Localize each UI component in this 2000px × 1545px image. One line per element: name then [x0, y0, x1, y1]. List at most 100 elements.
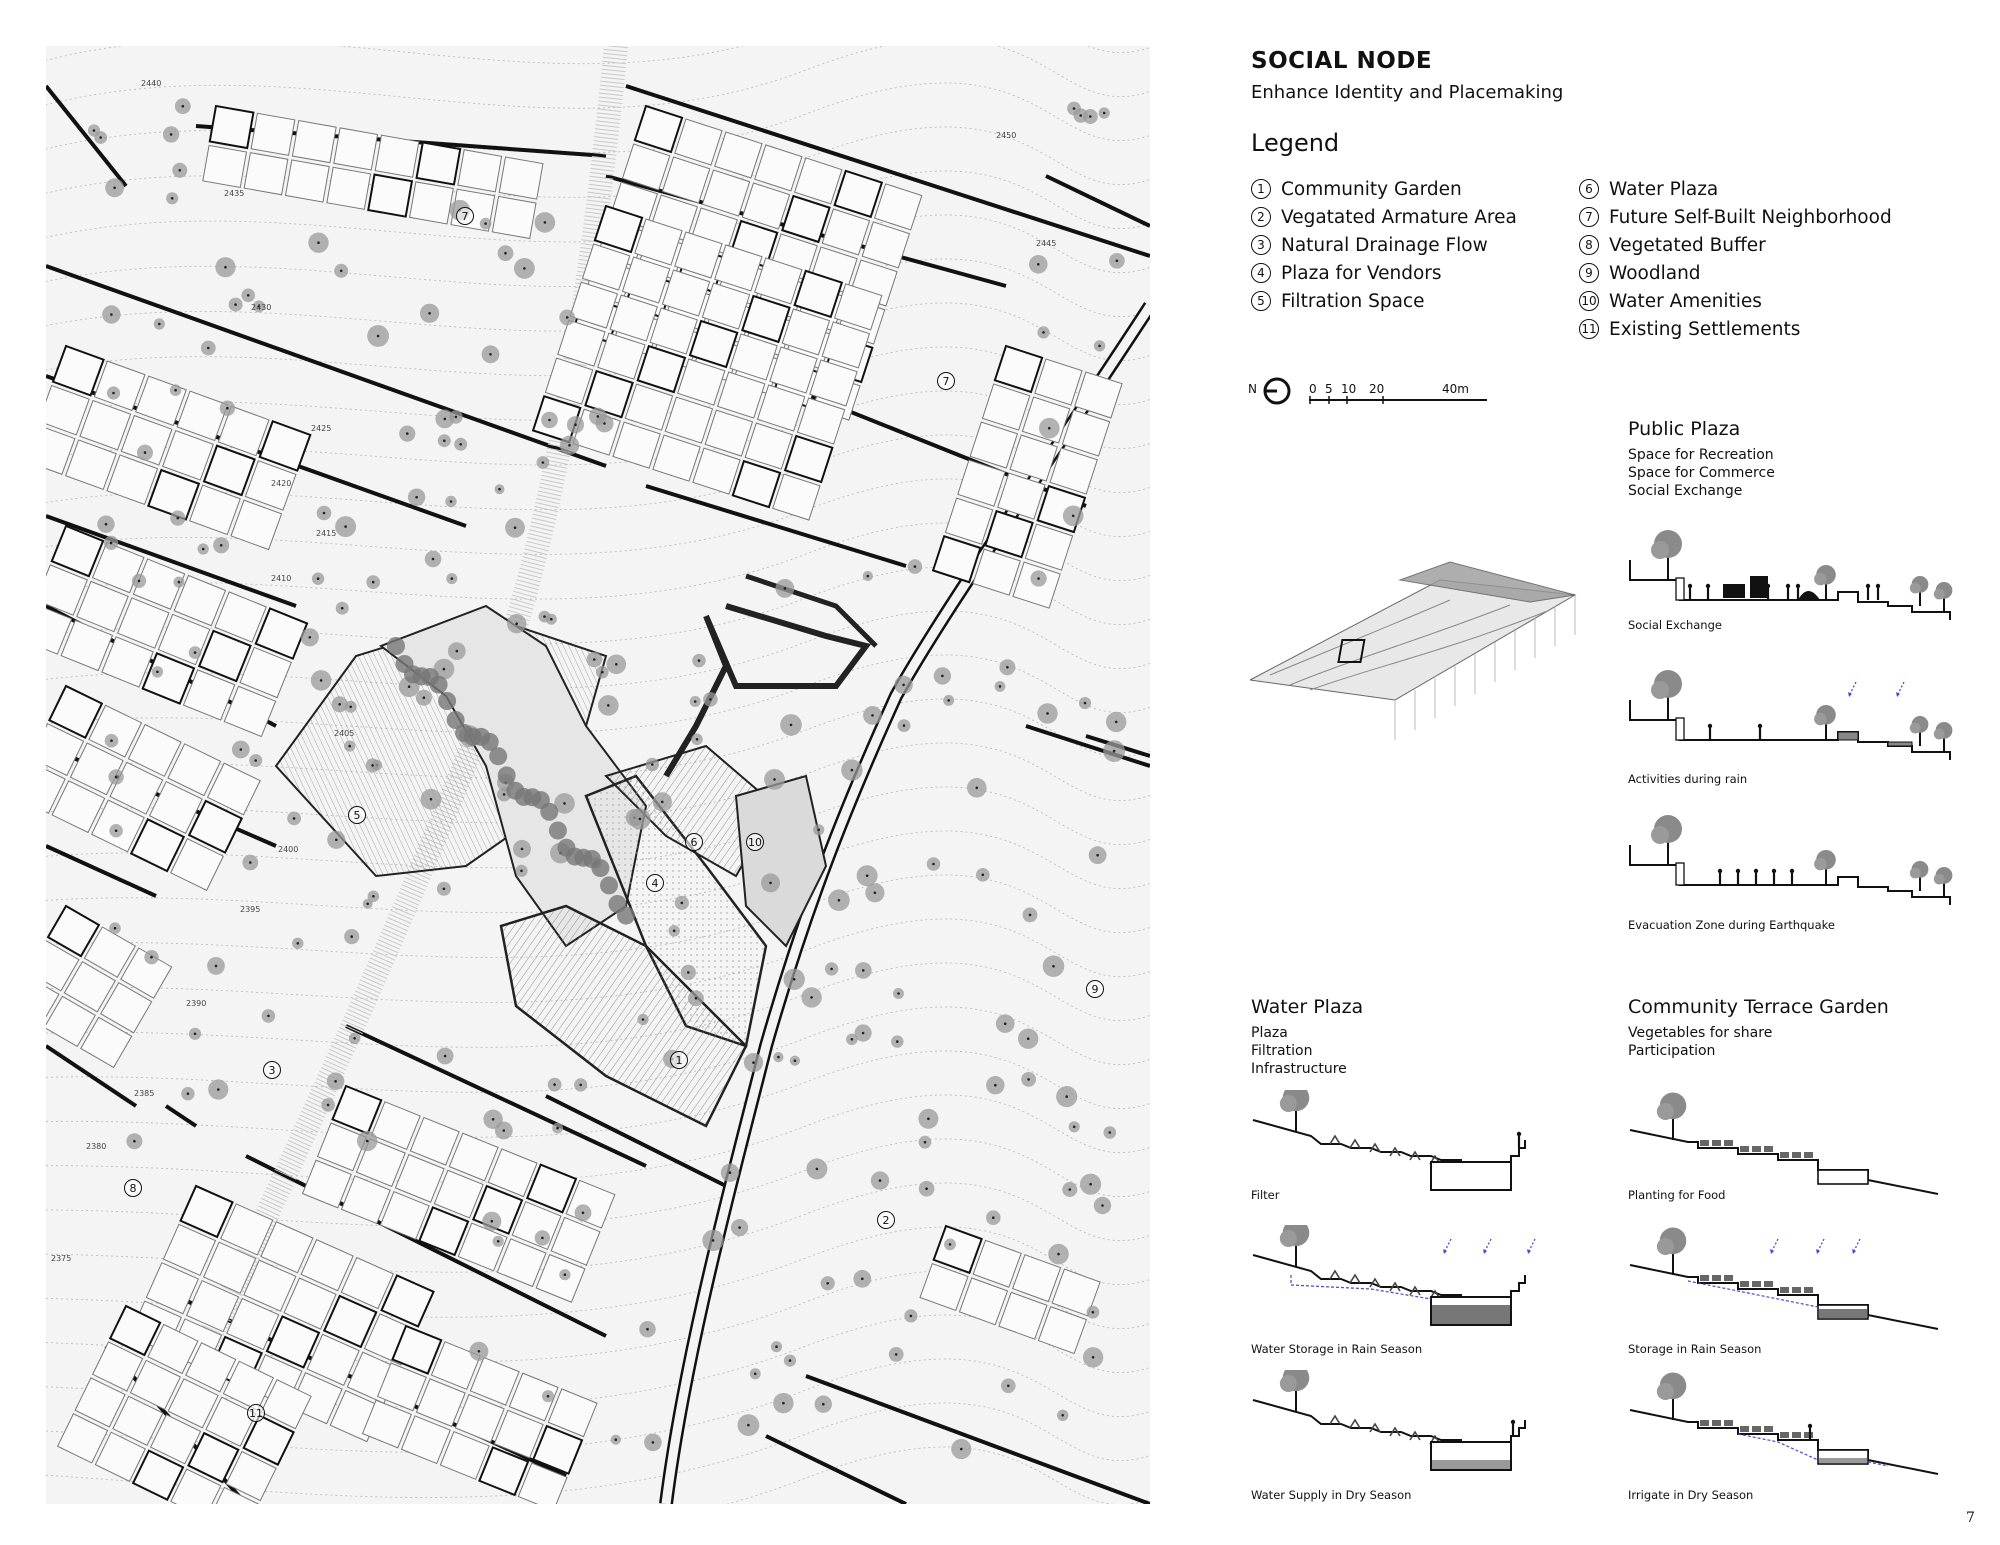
- building: [326, 166, 372, 210]
- tree-trunk: [1037, 577, 1040, 580]
- tree-trunk: [520, 869, 523, 873]
- tree-trunk: [615, 663, 618, 666]
- tree-trunk: [1089, 1182, 1092, 1186]
- tree-trunk: [641, 1018, 645, 1021]
- contour-line: [46, 46, 1150, 109]
- tree-trunk: [450, 577, 454, 580]
- tree-trunk: [897, 992, 900, 995]
- tree-trunk: [556, 1126, 559, 1130]
- note-line: Vegetables for share: [1628, 1025, 1773, 1041]
- person-head: [1771, 868, 1777, 874]
- building: [716, 371, 766, 419]
- tree-trunk: [1101, 1204, 1104, 1207]
- tree-trunk: [246, 294, 250, 297]
- tree-trunk: [454, 415, 458, 419]
- wall: [1675, 717, 1685, 741]
- tree-trunk: [638, 817, 642, 821]
- person-head: [1789, 868, 1795, 874]
- tree-trunk: [415, 495, 418, 499]
- tree-trunk: [484, 222, 487, 225]
- rain-icon: [1527, 1249, 1531, 1254]
- section-planting-food: [1629, 1092, 1939, 1195]
- tree-trunk: [1037, 263, 1040, 266]
- tree-canopy: [1814, 712, 1827, 726]
- building: [173, 574, 227, 627]
- section-irrigate-dry: [1629, 1372, 1939, 1475]
- crop-bed: [1780, 1432, 1789, 1438]
- building: [415, 141, 462, 186]
- tree-trunk: [371, 580, 375, 584]
- legend-number: 2: [1251, 207, 1271, 227]
- tree-trunk: [913, 565, 917, 568]
- building: [998, 1291, 1048, 1340]
- building: [547, 1388, 598, 1438]
- building: [145, 1262, 200, 1315]
- person-head: [1757, 723, 1763, 729]
- building: [223, 685, 277, 738]
- building: [170, 837, 224, 892]
- building: [361, 1399, 412, 1449]
- tree-trunk: [490, 1219, 494, 1223]
- building: [88, 704, 143, 758]
- tree-trunk: [150, 955, 153, 959]
- tree-canopy: [1279, 1229, 1297, 1248]
- tree-trunk: [850, 1038, 854, 1041]
- tree-trunk: [793, 1059, 797, 1062]
- tree-trunk: [254, 759, 257, 762]
- contour-label: 2440: [141, 79, 161, 88]
- building: [400, 1415, 451, 1465]
- tree-trunk: [1026, 1037, 1030, 1040]
- tree-trunk: [1048, 426, 1051, 430]
- building: [225, 1450, 277, 1502]
- tree-trunk: [927, 1117, 930, 1121]
- scale-tick: 40m: [1442, 382, 1469, 396]
- contour-label: 2390: [186, 999, 206, 1008]
- tree-trunk: [777, 1055, 780, 1059]
- building: [833, 283, 883, 331]
- contour-line: [46, 302, 1150, 377]
- contour-label: 2415: [316, 529, 336, 538]
- crop-bed: [1740, 1281, 1749, 1287]
- building: [796, 397, 846, 445]
- plant-icon: [1349, 1418, 1361, 1429]
- building: [781, 308, 831, 356]
- contour-label: 2380: [86, 1142, 106, 1151]
- building: [692, 447, 741, 495]
- building: [409, 1116, 460, 1166]
- section-caption: Water Supply in Dry Season: [1251, 1488, 1412, 1502]
- building: [1061, 409, 1111, 457]
- building: [676, 358, 726, 406]
- building: [1034, 358, 1083, 406]
- rain-icon: [1897, 681, 1905, 695]
- rain-icon: [1853, 1238, 1861, 1252]
- armature-tree: [600, 876, 618, 895]
- tree-trunk: [350, 935, 354, 938]
- building: [454, 1393, 505, 1443]
- building: [714, 244, 763, 292]
- tree-trunk: [563, 802, 566, 805]
- building: [60, 619, 114, 672]
- building: [141, 652, 196, 705]
- rain-icon: [1484, 1238, 1492, 1252]
- water-plaza-heading: Water Plaza: [1251, 996, 1364, 1018]
- building: [731, 459, 782, 509]
- building: [176, 390, 229, 442]
- section-activities-rain: [1629, 670, 1953, 760]
- building: [969, 421, 1019, 469]
- legend-number: 4: [1251, 263, 1271, 283]
- tree-trunk: [267, 1014, 270, 1018]
- building: [127, 723, 182, 777]
- tree-trunk: [695, 738, 699, 741]
- building: [170, 1468, 222, 1504]
- tree-trunk: [1102, 111, 1106, 115]
- tree-trunk: [672, 929, 676, 933]
- tree-trunk: [112, 391, 115, 395]
- tree-trunk: [234, 303, 237, 306]
- building: [772, 473, 821, 521]
- tree-trunk: [948, 1243, 952, 1246]
- plant-icon: [1389, 1281, 1401, 1292]
- person-head: [1875, 583, 1881, 589]
- tree-canopy: [1279, 1094, 1297, 1113]
- plan-marker-9: 9: [1086, 980, 1104, 998]
